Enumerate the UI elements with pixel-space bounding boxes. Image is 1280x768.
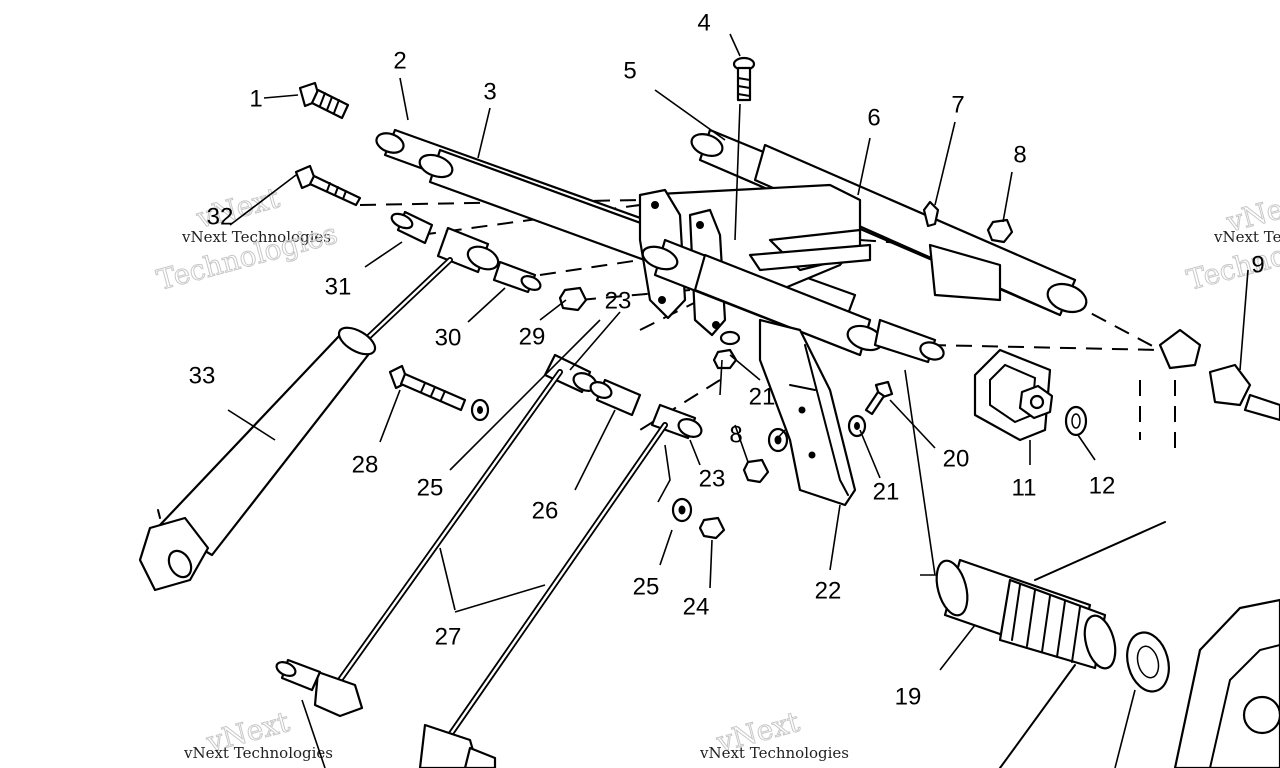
callout-25: 25	[417, 474, 444, 501]
callout-21: 21	[873, 478, 900, 505]
callout-19: 19	[895, 683, 922, 710]
callout-23: 23	[605, 287, 632, 314]
bolt-32	[294, 164, 362, 207]
bushing-30	[436, 226, 542, 294]
callout-27: 27	[435, 623, 462, 650]
rod-27-lower	[418, 403, 703, 768]
callout-33: 33	[189, 362, 216, 389]
callout-28: 28	[352, 451, 379, 478]
bolt-28	[388, 364, 467, 412]
bracket-9	[1158, 328, 1280, 422]
callout-labels: 1 2 3 4 5 6 7 8 9 32 31 30 29 33 28 25 2…	[189, 9, 1265, 710]
watermark-text: vNext Technologies	[181, 228, 331, 246]
callout-30: 30	[435, 324, 462, 351]
watermark-text: vNext Technologies	[1213, 228, 1280, 246]
callout-5: 5	[623, 57, 636, 84]
spring-shaft-19	[935, 521, 1280, 768]
callout-11: 11	[1012, 474, 1037, 501]
callout-12: 12	[1089, 472, 1116, 499]
callout-29: 29	[519, 323, 546, 350]
washer-25	[470, 398, 490, 422]
bolt-4	[732, 56, 756, 102]
leader-lines	[227, 33, 1249, 768]
callout-23: 23	[699, 465, 726, 492]
spacer-31	[390, 210, 434, 245]
callout-8: 8	[1013, 141, 1026, 168]
callout-25: 25	[633, 573, 660, 600]
callout-3: 3	[483, 78, 496, 105]
callout-32: 32	[207, 203, 234, 230]
nut-29	[558, 286, 588, 312]
callout-6: 6	[867, 104, 880, 131]
hardware	[671, 200, 1014, 540]
callout-22: 22	[815, 577, 842, 604]
callout-21: 21	[749, 383, 776, 410]
callout-1: 1	[249, 85, 262, 112]
shock-absorber-33	[138, 257, 453, 592]
callout-24: 24	[683, 593, 710, 620]
watermark-text: vNext Technologies	[183, 744, 333, 762]
washer-12	[1064, 405, 1088, 437]
swing-arm	[758, 318, 857, 507]
bracket-11	[973, 348, 1054, 442]
callout-9: 9	[1251, 251, 1264, 278]
callout-2: 2	[393, 47, 406, 74]
callout-4: 4	[697, 9, 710, 36]
bolt-1	[298, 81, 350, 120]
bushing-26	[589, 378, 642, 417]
callout-20: 20	[943, 445, 970, 472]
callout-31: 31	[325, 273, 352, 300]
rod-27-upper	[275, 353, 598, 718]
front-shaft	[641, 238, 945, 364]
callout-26: 26	[532, 497, 559, 524]
watermark-text: vNext Technologies	[699, 744, 849, 762]
callout-7: 7	[951, 91, 964, 118]
callout-8: 8	[729, 421, 742, 448]
